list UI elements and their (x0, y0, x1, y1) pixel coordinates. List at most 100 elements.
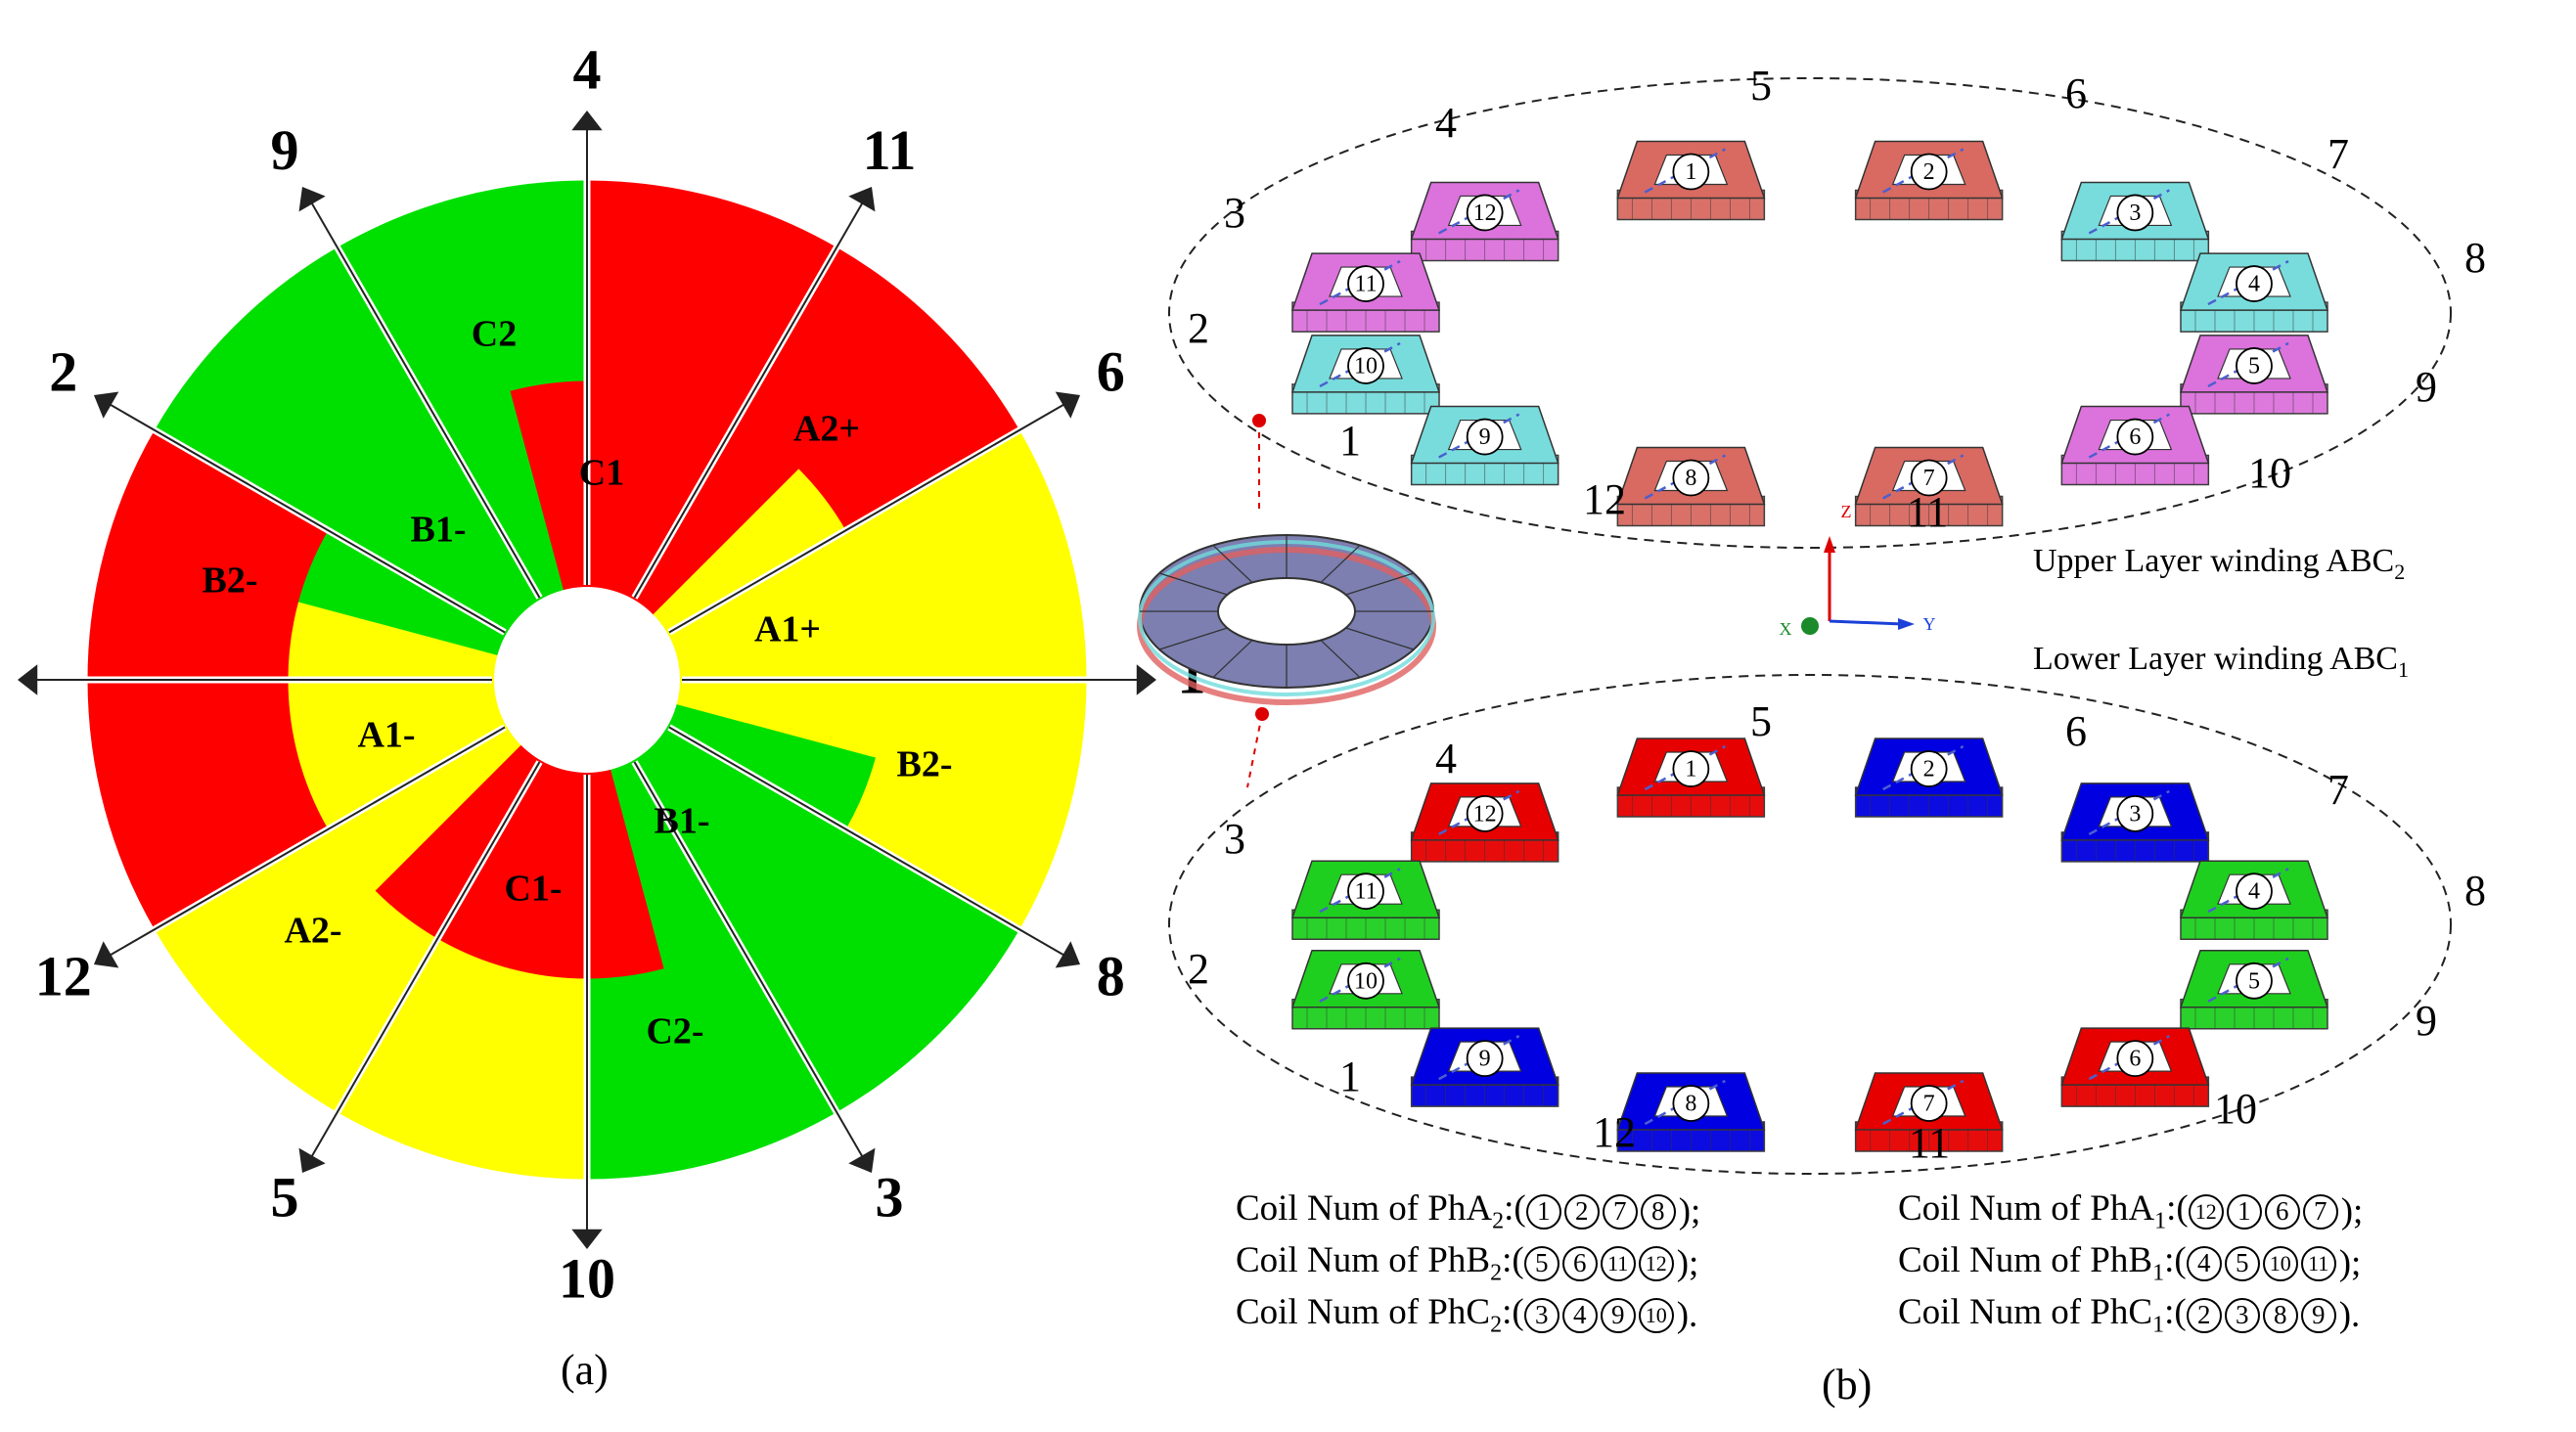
coil: 7 (1854, 446, 2004, 527)
upper-ring-outer-number: 8 (2464, 234, 2486, 282)
coil-number: 7 (1923, 1091, 1935, 1116)
coil-number: 7 (1923, 466, 1935, 491)
assembly-divider (1212, 639, 1253, 679)
coil: 3 (2060, 783, 2210, 863)
lower-layer-label: Lower Layer winding ABC1 (2033, 641, 2409, 682)
coil-number-badge: 10 (2262, 1245, 2298, 1281)
assembly-divider (1345, 627, 1415, 650)
phase-label: Coil Num of PhB2:( (1236, 1240, 1524, 1286)
coil-number-badge: 11 (2300, 1245, 2336, 1281)
assembly-divider (1158, 572, 1228, 596)
coil-number-circle (2236, 265, 2273, 302)
radial-arrow (668, 726, 1071, 960)
arrow-head (93, 941, 119, 968)
leader-dot-upper (1252, 414, 1266, 427)
coil-number: 4 (2248, 879, 2260, 905)
coil-number: 9 (1479, 1047, 1491, 1072)
arrow-head (298, 1147, 326, 1174)
coil-number-badge: 8 (1640, 1193, 1676, 1230)
coil: 3 (2060, 181, 2210, 262)
arrow-head (571, 1229, 603, 1249)
arrow-head (1055, 391, 1081, 419)
arrow-head (298, 186, 326, 212)
coil-number-badge: 2 (2186, 1297, 2222, 1333)
lower-ring-outer-number: 12 (1593, 1108, 1636, 1156)
axis-label-3: 3 (876, 1166, 904, 1230)
phase-close: ). (2338, 1295, 2361, 1335)
y-axis-label: Y (1923, 614, 1936, 634)
axis-label-12: 12 (35, 944, 92, 1007)
lower-ring-boundary (1168, 674, 2452, 1175)
sector-label: C2 (472, 314, 517, 355)
coil-number: 10 (1354, 968, 1378, 994)
upper-ring-outer-number: 3 (1224, 189, 1245, 237)
assembly-divider (1345, 572, 1415, 596)
coil-number-badge: 7 (1602, 1193, 1638, 1230)
coil: 8 (1616, 446, 1766, 527)
coil-number-badge: 6 (2264, 1193, 2300, 1230)
coil-number-badge: 1 (1525, 1193, 1561, 1230)
coil-number-badge: 4 (1561, 1297, 1598, 1333)
coil: 12 (1410, 181, 1559, 262)
axis-label-5: 5 (271, 1166, 299, 1230)
winding-sector-diagram: 123456789101112C2C1A2+A1+B2-B1-C2-C1-A2-… (18, 37, 1206, 1310)
lower-ring-outer-number: 5 (1750, 697, 1772, 745)
arrow-head (1136, 664, 1156, 695)
upper-ring-outer-number: 6 (2065, 69, 2087, 117)
upper-ring-outer-number: 10 (2248, 449, 2291, 497)
sector-label: B2- (897, 744, 953, 785)
coil-number-circle (1672, 459, 1710, 497)
axis-label-8: 8 (1097, 944, 1125, 1007)
coil: 11 (1290, 252, 1441, 333)
coil: 6 (2060, 405, 2210, 486)
coil-number-circle (1466, 194, 1504, 232)
phase-close: ); (1676, 1243, 1699, 1283)
assembly-divider (1212, 544, 1253, 584)
radial-arrow (307, 761, 541, 1164)
coil-number-badge: 5 (1523, 1245, 1559, 1281)
x-axis-label: X (1780, 619, 1792, 639)
lower-ring-outer-number: 6 (2065, 707, 2087, 755)
coil-number: 10 (1354, 353, 1378, 379)
radial-arrow (103, 400, 506, 634)
coil-number-circle (2236, 962, 2273, 1000)
coil: 5 (2179, 950, 2329, 1030)
sector-label: A2- (284, 911, 341, 952)
coil-number-badge: 5 (2224, 1245, 2260, 1281)
coil: 12 (1410, 783, 1559, 863)
coil: 9 (1410, 1027, 1559, 1107)
phase-label: Coil Num of PhA2:( (1236, 1188, 1526, 1234)
radial-arrow (633, 196, 867, 599)
lower-ring-outer-number: 2 (1188, 945, 1209, 993)
coil-number-circle (2116, 1040, 2154, 1078)
radial-arrow (307, 196, 541, 599)
axis-label-2: 2 (49, 339, 77, 403)
axis-label-11: 11 (863, 118, 917, 182)
coil: 2 (1854, 738, 2004, 818)
coil-number-badge: 6 (1561, 1245, 1598, 1281)
coil-number-circle (1347, 873, 1384, 911)
assembly-divider (1158, 627, 1228, 650)
phase-close: ); (2340, 1191, 2364, 1231)
coil-number-badge: 10 (1638, 1297, 1674, 1333)
coil: 9 (1410, 405, 1559, 486)
phase-close: ); (1678, 1191, 1701, 1231)
coil: 5 (2179, 335, 2329, 415)
coil: 10 (1290, 950, 1441, 1030)
coil-number-circle (1910, 750, 1948, 787)
phase-close: ). (1676, 1295, 1698, 1335)
x-axis-marker (1801, 617, 1819, 635)
coil: 11 (1290, 860, 1441, 940)
sector-label: C1 (579, 453, 624, 494)
coil-number-circle (2116, 794, 2154, 832)
lower-ring-outer-number: 1 (1339, 1052, 1361, 1100)
sector-label: C1- (504, 869, 562, 910)
lower-ring-outer-number: 11 (1909, 1119, 1950, 1167)
coil-number: 4 (2248, 272, 2260, 297)
y-arrow (1898, 618, 1915, 630)
radial-arrow (103, 726, 506, 960)
